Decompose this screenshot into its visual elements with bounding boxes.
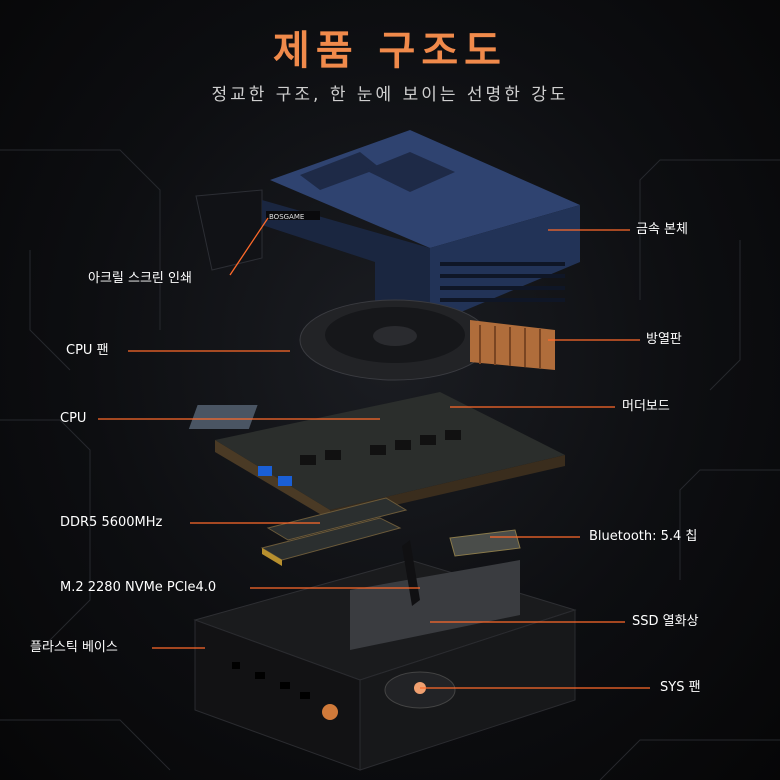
label-cpu: CPU	[60, 411, 87, 426]
label-heatsink: 방열판	[646, 332, 682, 347]
leader-acrylic-print	[229, 217, 269, 276]
cpu-fan-part	[299, 299, 555, 381]
leader-lines	[98, 217, 650, 689]
label-motherboard: 머더보드	[622, 399, 670, 414]
label-ddr5: DDR5 5600MHz	[60, 515, 163, 530]
ddr5-ram-part	[260, 497, 408, 566]
background-circuit-lines	[0, 149, 780, 780]
page-title: 제품 구조도	[273, 27, 507, 74]
plastic-base-part	[193, 540, 577, 771]
label-sys-fan: SYS 팬	[660, 680, 701, 695]
label-ssd-heatsink: SSD 열화상	[632, 614, 699, 629]
label-metal-body: 금속 본체	[636, 222, 688, 237]
bluetooth-chip-part	[449, 529, 521, 557]
label-bluetooth: Bluetooth: 5.4 칩	[589, 529, 698, 544]
label-cpu-fan: CPU 팬	[66, 343, 109, 358]
page-subtitle: 정교한 구조, 한 눈에 보이는 선명한 강도	[211, 85, 569, 105]
label-acrylic-print: 아크릴 스크린 인쇄	[88, 271, 192, 286]
label-m2: M.2 2280 NVMe PCle4.0	[60, 580, 217, 595]
brand-mark: BOSGAME	[269, 213, 304, 221]
label-plastic-base: 플라스틱 베이스	[30, 640, 118, 655]
